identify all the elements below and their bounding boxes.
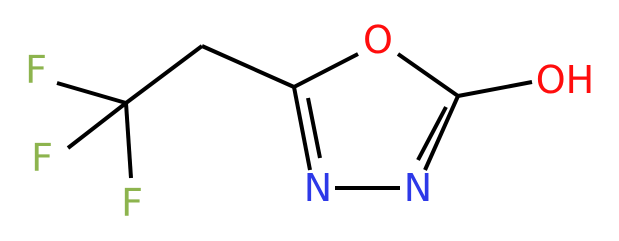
bond-cf3-f-bottom (124, 102, 133, 179)
atom-o-ring: O (363, 18, 393, 62)
bond-c5-n-left-b (306, 97, 322, 159)
bond-c2-n-right-a (423, 95, 460, 171)
bond-c2-oh (457, 80, 533, 98)
bond-c5-o-ring (293, 52, 359, 89)
bond-cf3-f-top (56, 81, 127, 105)
bond-cf3-f-left (66, 101, 128, 150)
atom-f-left: F (31, 136, 53, 180)
atom-f-bottom: F (121, 181, 143, 225)
bond-c5-n-left-a (292, 86, 312, 171)
atom-oh: OH (536, 58, 594, 102)
bond-ch2-c5 (201, 44, 295, 89)
bond-cf3-ch2 (124, 44, 204, 105)
bond-c2-n-right-b (416, 106, 448, 161)
bonds (56, 44, 533, 190)
atom-f-top: F (25, 48, 47, 92)
atom-labels: F F F O OH N N (25, 18, 594, 225)
bond-o-ring-c2 (396, 52, 460, 98)
atom-n-right: N (404, 166, 432, 210)
atom-n-left: N (304, 166, 332, 210)
